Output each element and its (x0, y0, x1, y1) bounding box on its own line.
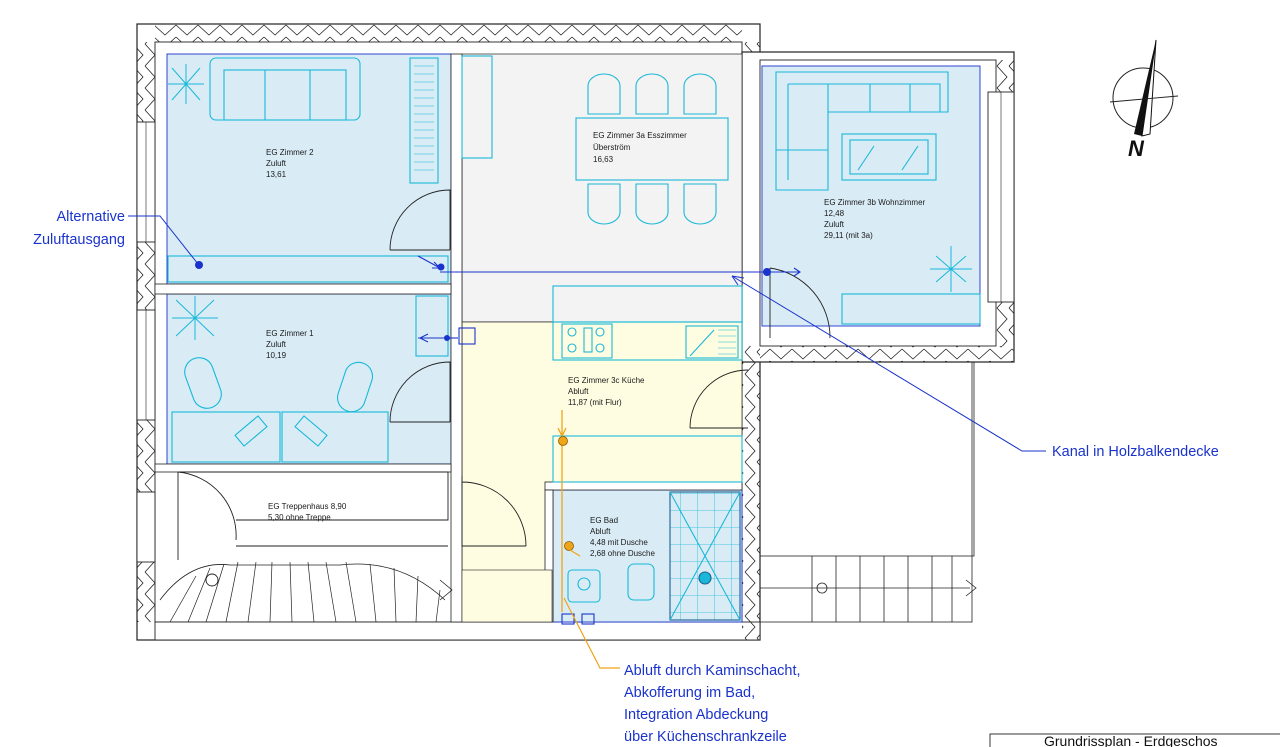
annotation-line: Alternative (56, 209, 125, 225)
room-area: 13,61 (266, 170, 287, 179)
room-label-zimmer1: EG Zimmer 1 Zuluft 10,19 (266, 329, 314, 360)
room-use: Abluft (590, 527, 611, 536)
outside-steps (759, 361, 977, 623)
room-use: Überström (593, 143, 631, 152)
room-name: EG Zimmer 2 (266, 148, 314, 157)
room-area-total: 29,11 (mit 3a) (824, 231, 873, 240)
annotation-line: Integration Abdeckung (624, 707, 768, 723)
room-label-treppenhaus: EG Treppenhaus 8,90 5,30 ohne Treppe (268, 502, 347, 522)
room-label-zimmer3a: EG Zimmer 3a Esszimmer Überström 16,63 (593, 131, 687, 164)
room-area: 10,19 (266, 351, 287, 360)
room-label-zimmer2: EG Zimmer 2 Zuluft 13,61 (266, 148, 314, 179)
annotation-duct: Kanal in Holzbalkendecke (731, 275, 1219, 460)
room-use: Zuluft (266, 159, 287, 168)
title-block: Grundrissplan - Erdgeschos (989, 733, 1280, 747)
room-use: Abluft (568, 387, 589, 396)
annotation-line: Abkofferung im Bad, (624, 685, 755, 701)
room-use: Zuluft (824, 220, 845, 229)
room-name: EG Zimmer 3b Wohnzimmer (824, 198, 926, 207)
room-name: EG Zimmer 3c Küche (568, 376, 645, 385)
room-area: 5,30 ohne Treppe (268, 513, 331, 522)
annotation-line: Abluft durch Kaminschacht, (624, 663, 801, 679)
room-label-bad: EG Bad Abluft 4,48 mit Dusche 2,68 ohne … (590, 516, 655, 558)
annotation-alternative-supply: Alternative Zuluftausgang (33, 209, 203, 269)
room-area: 11,87 (mit Flur) (568, 398, 622, 407)
room-label-kueche: EG Zimmer 3c Küche Abluft 11,87 (mit Flu… (568, 376, 645, 407)
room-area: 12,48 (824, 209, 845, 218)
furniture (167, 55, 981, 625)
north-compass-icon: N (1109, 39, 1179, 161)
annotation-line: Zuluftausgang (33, 232, 125, 248)
annotation-line: über Küchenschrankzeile (624, 729, 787, 745)
room-name: EG Zimmer 1 (266, 329, 314, 338)
annotation-exhaust: Abluft durch Kaminschacht, Abkofferung i… (563, 597, 801, 745)
room-name: EG Treppenhaus 8,90 (268, 502, 347, 511)
doors (177, 189, 831, 560)
annotation-text: Kanal in Holzbalkendecke (1052, 444, 1219, 460)
title-text: Grundrissplan - Erdgeschos (1044, 733, 1218, 747)
room-area-no-shower: 2,68 ohne Dusche (590, 549, 655, 558)
room-use: Zuluft (266, 340, 287, 349)
compass-label: N (1128, 136, 1145, 161)
room-label-zimmer3b: EG Zimmer 3b Wohnzimmer 12,48 Zuluft 29,… (824, 198, 926, 240)
staircase (159, 471, 553, 623)
room-name: EG Bad (590, 516, 618, 525)
room-area-shower: 4,48 mit Dusche (590, 538, 648, 547)
ventilation-ducts (417, 255, 801, 343)
room-name: EG Zimmer 3a Esszimmer (593, 131, 687, 140)
exhaust-duct (557, 410, 581, 612)
room-area: 16,63 (593, 155, 614, 164)
